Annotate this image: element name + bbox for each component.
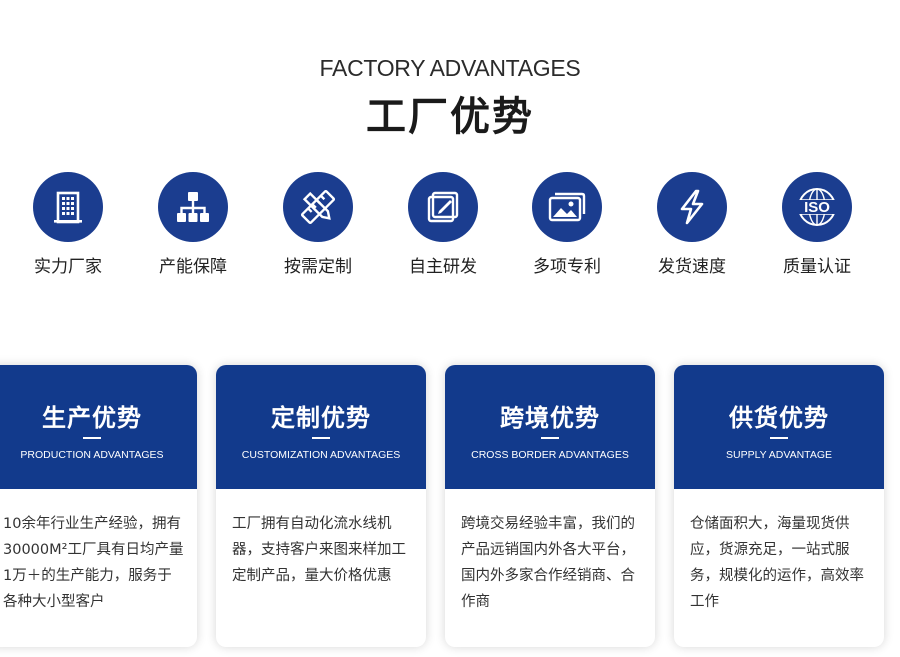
image-gallery-icon: [532, 172, 602, 242]
card-subtitle: SUPPLY ADVANTAGE: [725, 449, 832, 461]
card-production: 生产优势 PRODUCTION ADVANTAGES 10余年行业生产经验，拥有…: [0, 365, 197, 647]
advantage-label: 按需定制: [284, 257, 352, 277]
divider: [770, 437, 788, 439]
advantage-item-delivery: 发货速度: [637, 172, 747, 277]
card-supply: 供货优势 SUPPLY ADVANTAGE 仓储面积大，海量现货供应，货源充足，…: [674, 365, 884, 647]
card-header: 生产优势 PRODUCTION ADVANTAGES: [0, 365, 197, 489]
card-header: 供货优势 SUPPLY ADVANTAGE: [674, 365, 884, 489]
advantage-item-capacity: 产能保障: [138, 172, 248, 277]
advantage-item-rnd: 自主研发: [388, 172, 498, 277]
card-title: 供货优势: [729, 404, 829, 432]
section-title-en: FACTORY ADVANTAGES: [319, 55, 581, 81]
org-chart-icon: [158, 172, 228, 242]
advantage-item-quality: ISO 质量认证: [762, 172, 872, 277]
advantage-item-customization: 按需定制: [263, 172, 373, 277]
card-subtitle: PRODUCTION ADVANTAGES: [20, 449, 164, 461]
card-cross-border: 跨境优势 CROSS BORDER ADVANTAGES 跨境交易经验丰富，我们…: [445, 365, 655, 647]
card-customization: 定制优势 CUSTOMIZATION ADVANTAGES 工厂拥有自动化流水线…: [216, 365, 426, 647]
section-title-cn: 工厂优势: [366, 94, 534, 140]
advantage-label: 实力厂家: [34, 257, 102, 277]
card-header: 跨境优势 CROSS BORDER ADVANTAGES: [445, 365, 655, 489]
card-subtitle: CUSTOMIZATION ADVANTAGES: [241, 449, 401, 461]
divider: [312, 437, 330, 439]
advantage-item-strength: 实力厂家: [13, 172, 123, 277]
ruler-pencil-icon: [283, 172, 353, 242]
divider: [83, 437, 101, 439]
card-subtitle: CROSS BORDER ADVANTAGES: [471, 449, 629, 461]
iso-icon: ISO: [782, 172, 852, 242]
advantage-label: 自主研发: [409, 257, 477, 277]
divider: [541, 437, 559, 439]
lightning-icon: [657, 172, 727, 242]
svg-text:ISO: ISO: [804, 199, 830, 216]
building-icon: [33, 172, 103, 242]
card-title: 定制优势: [271, 404, 371, 432]
card-header: 定制优势 CUSTOMIZATION ADVANTAGES: [216, 365, 426, 489]
advantage-label: 多项专利: [533, 257, 601, 277]
card-title: 跨境优势: [500, 404, 600, 432]
card-title: 生产优势: [42, 404, 142, 432]
advantage-label: 产能保障: [159, 257, 227, 277]
edit-document-icon: [408, 172, 478, 242]
advantages-row: 实力厂家 产能保障: [0, 172, 900, 282]
card-description: 10余年行业生产经验，拥有30000M²工厂具有日均产量1万＋的生产能力，服务于…: [3, 516, 184, 610]
card-description: 工厂拥有自动化流水线机器，支持客户来图来样加工定制产品，量大价格优惠: [232, 516, 406, 584]
card-description: 仓储面积大，海量现货供应，货源充足，一站式服务，规模化的运作，高效率工作: [690, 516, 864, 610]
card-description: 跨境交易经验丰富，我们的产品远销国内外各大平台，国内外多家合作经销商、合作商: [461, 516, 635, 610]
advantage-label: 发货速度: [658, 257, 726, 277]
advantage-label: 质量认证: [783, 257, 851, 277]
advantage-item-patents: 多项专利: [512, 172, 622, 277]
